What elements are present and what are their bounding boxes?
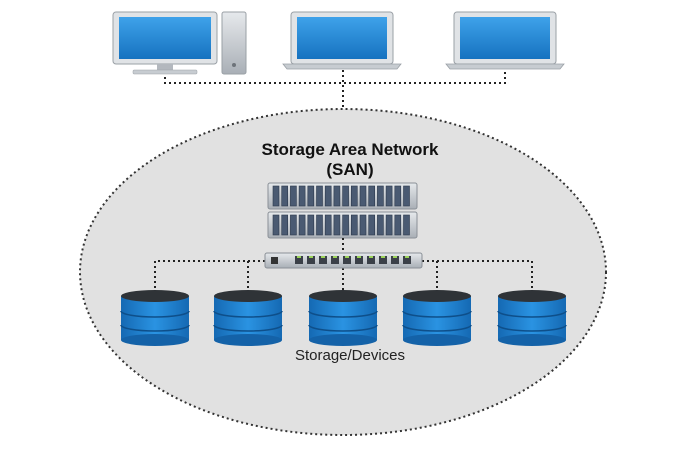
desktop-computer-icon [112, 11, 247, 75]
drive-bay [377, 185, 384, 207]
storage-connection-lines [154, 260, 533, 293]
switch-port [355, 256, 363, 264]
drive-bay [316, 185, 323, 207]
drive-bay [324, 214, 332, 236]
port-led [357, 256, 361, 258]
diagram-subtitle: (SAN) [326, 160, 374, 179]
drive-bay [394, 214, 402, 236]
database-icon [308, 290, 378, 346]
drive-bay [316, 214, 323, 236]
switch-port [403, 256, 411, 264]
drive-bay [394, 185, 402, 207]
drive-bay [385, 185, 393, 207]
port-led [381, 256, 385, 258]
port-led [333, 256, 337, 258]
san-boundary-circle [79, 108, 607, 436]
drive-bay [333, 185, 341, 207]
port-led [297, 256, 301, 258]
switch-port [307, 256, 315, 264]
drive-bay [350, 214, 358, 236]
port-led [345, 256, 349, 258]
drive-bay [368, 214, 376, 236]
port-led [393, 256, 397, 258]
drive-bay [368, 185, 376, 207]
drive-bay [350, 185, 358, 207]
switch-port [367, 256, 375, 264]
drive-bay [298, 214, 306, 236]
drive-bay [272, 185, 280, 207]
port-led [369, 256, 373, 258]
drive-bay [403, 185, 410, 207]
port-led [321, 256, 325, 258]
storage-devices [120, 290, 567, 346]
drive-bay [403, 214, 410, 236]
drive-bay [307, 214, 315, 236]
storage-devices-label: Storage/Devices [294, 347, 406, 364]
database-icon [120, 290, 190, 346]
database-icon [497, 290, 567, 346]
database-icon [213, 290, 283, 346]
switch-port [343, 256, 351, 264]
drive-bay [324, 185, 332, 207]
switch-port [379, 256, 387, 264]
port-led [309, 256, 313, 258]
port-led [405, 256, 409, 258]
drive-bay [359, 185, 367, 207]
drive-bay [307, 185, 315, 207]
database-icon [402, 290, 472, 346]
drive-bay [342, 185, 349, 207]
drive-bay [281, 185, 289, 207]
drive-bay [290, 185, 297, 207]
drive-bay [385, 214, 393, 236]
switch-port [295, 256, 303, 264]
server-rack-icon [267, 182, 418, 239]
drive-bay [359, 214, 367, 236]
drive-bay [342, 214, 349, 236]
drive-bay [281, 214, 289, 236]
drive-bay [333, 214, 341, 236]
switch-port [391, 256, 399, 264]
laptop-icon [282, 11, 402, 70]
switch-port [331, 256, 339, 264]
switch-port [319, 256, 327, 264]
drive-bay [272, 214, 280, 236]
client-connection-lines [164, 70, 506, 109]
laptop-icon [445, 11, 565, 70]
drive-bay [298, 185, 306, 207]
drive-bay [290, 214, 297, 236]
drive-bay [377, 214, 384, 236]
network-switch-icon [264, 252, 423, 269]
diagram-title: Storage Area Network [261, 140, 439, 159]
